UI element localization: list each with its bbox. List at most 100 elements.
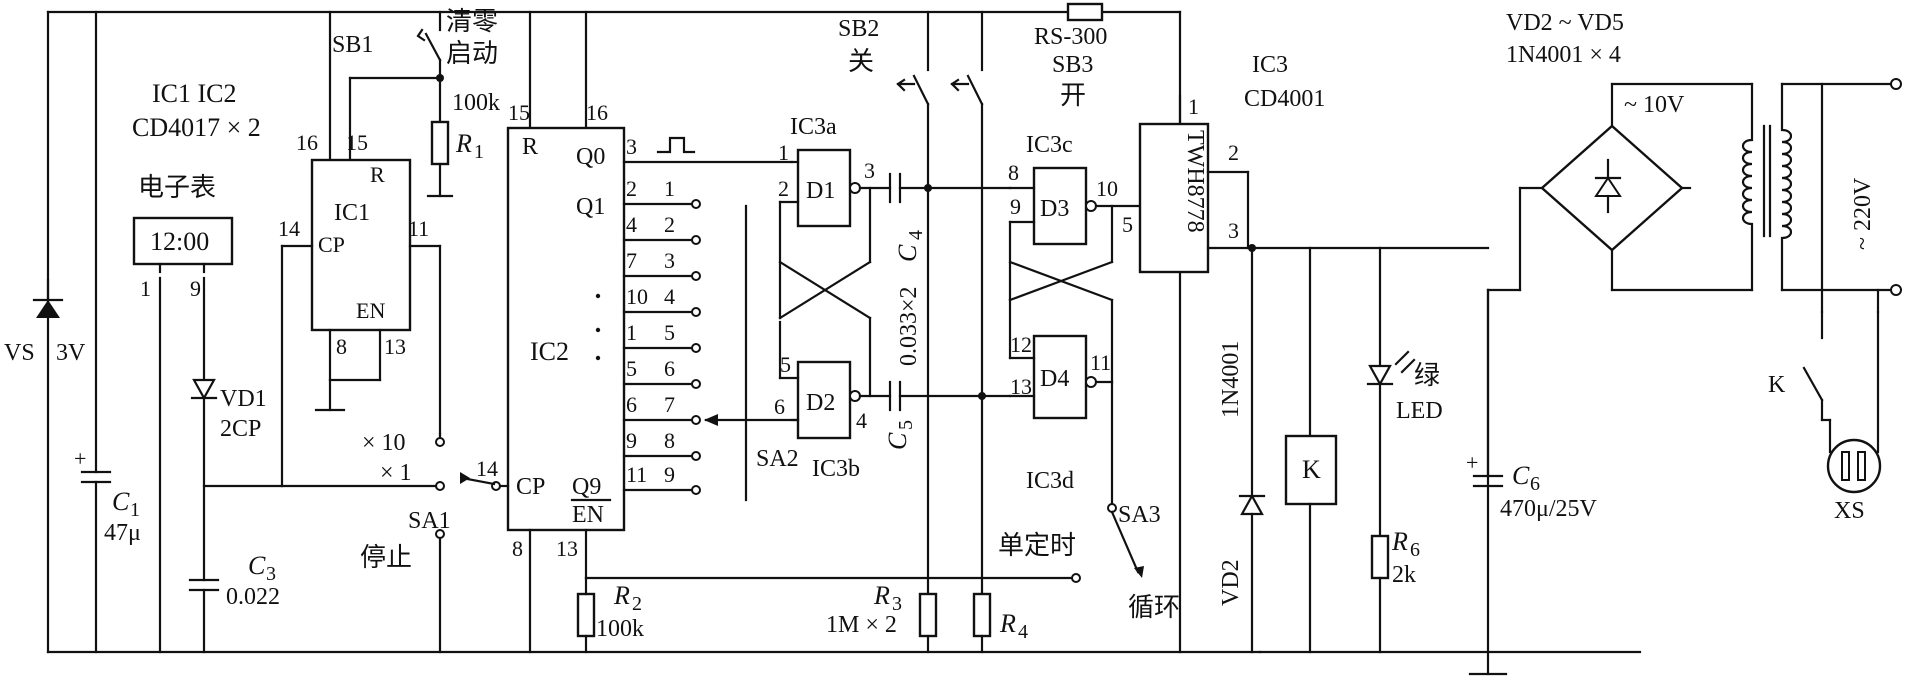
ic2-r-label: R (522, 134, 538, 160)
d2-pin-5: 5 (780, 352, 791, 377)
d3-label: D3 (1040, 196, 1069, 222)
rs300-label: RS-300 (1034, 24, 1107, 50)
r6-label: R (1391, 527, 1408, 556)
ic1-en-label: EN (356, 298, 385, 323)
ic1-pin-11: 11 (408, 216, 429, 241)
c6-label: C (1512, 461, 1530, 490)
ic2-pin-14: 14 (476, 456, 498, 481)
r6-subscript: 6 (1410, 539, 1420, 561)
capacitor-c6: + C 6 470μ/25V (1466, 288, 1598, 676)
sa2-position: 6 (664, 356, 675, 381)
twh-pin-1: 1 (1188, 94, 1199, 119)
c3-label: C (248, 551, 266, 580)
d2-pin-6: 6 (774, 394, 785, 419)
gate-d3: IC3c D3 8 9 10 (1008, 132, 1142, 246)
r3-value: 1M × 2 (826, 612, 897, 638)
capacitor-c5: C 5 (883, 380, 1012, 450)
sa1-x1: × 1 (380, 460, 412, 486)
d2-pin-4: 4 (856, 408, 867, 433)
svg-text:+: + (74, 446, 86, 471)
d4-pin-12: 12 (1010, 332, 1032, 357)
relay-contact-k-and-socket: K XS (1768, 288, 1882, 524)
c6-subscript: 6 (1530, 473, 1540, 495)
ic3c-label: IC3c (1026, 132, 1073, 158)
ic2-pin-16: 16 (586, 100, 608, 125)
c3-value: 0.022 (226, 584, 280, 610)
d1-pin-1: 1 (778, 140, 789, 165)
d4-pin-13: 13 (1010, 374, 1032, 399)
ic3-title-line2: CD4001 (1244, 86, 1325, 112)
ic2-out-pin: 9 (626, 428, 637, 453)
r1-label: R (455, 129, 472, 158)
ic2-out-pin: 5 (626, 356, 637, 381)
vs-label: VS (4, 340, 35, 366)
r1-subscript: 1 (474, 141, 484, 163)
ic2-out-pin: 2 (626, 176, 637, 201)
ic1-chip: 16 15 R IC1 CP EN 14 11 8 13 (278, 10, 442, 488)
r6-value: 2k (1392, 562, 1416, 588)
resistor-r2: R 2 100k (576, 576, 644, 654)
sa3-label: SA3 (1118, 502, 1161, 528)
c5-subscript: 5 (895, 420, 917, 430)
r3-label: R (873, 581, 890, 610)
sa3-text-loop: 循环 (1128, 593, 1180, 622)
twh-pin-2: 2 (1228, 140, 1239, 165)
sa1-x10: × 10 (362, 430, 406, 456)
sb1-text-clear: 清零 (446, 7, 498, 36)
svg-text:+: + (1466, 450, 1478, 475)
selector-sa2: 1 2 3 4 5 6 7 8 9 SA2 (664, 176, 802, 502)
ic2-q1-label: Q1 (576, 194, 605, 220)
d2-label: D2 (806, 390, 835, 416)
ic2-q9-label: Q9 (572, 474, 601, 500)
ic2-out-pin: 11 (626, 462, 647, 487)
latch-cd-crosswires (1008, 204, 1117, 513)
r1-value: 100k (452, 90, 500, 116)
d4-pin-11: 11 (1090, 350, 1111, 375)
c1-value: 47μ (104, 520, 141, 546)
ic1-pin-8: 8 (336, 334, 347, 359)
twh8778-chip: IC3 CD4001 1 TWH8778 5 2 3 (1122, 52, 1490, 274)
d1-pin-3: 3 (864, 158, 875, 183)
ic1-pin-13: 13 (384, 334, 406, 359)
vd2-type: 1N4001 (1218, 341, 1244, 418)
resistor-r4: R 4 (972, 592, 1028, 654)
clock-pin-9: 9 (190, 276, 201, 301)
relay-label: K (1302, 455, 1321, 484)
vs-voltage: 3V (56, 340, 86, 366)
ic1-pin-15: 15 (346, 130, 368, 155)
ic3b-label: IC3b (812, 456, 860, 482)
ac-10v-label: ~ 10V (1624, 92, 1685, 118)
c1-label: C (112, 487, 130, 516)
r4-label: R (999, 609, 1016, 638)
vd2-label: VD2 (1218, 559, 1244, 606)
ic2-cp-label: CP (516, 474, 545, 500)
sa2-position: 2 (664, 212, 675, 237)
ic2-en-label: EN (572, 502, 604, 528)
bridge-rectifier: VD2 ~ VD5 1N4001 × 4 ~ 10V (1486, 10, 1754, 292)
r2-value: 100k (596, 616, 644, 642)
c1-subscript: 1 (130, 499, 140, 521)
capacitor-c4: C 4 0.033×2 (888, 172, 1012, 366)
transformer: ~ 220V (1741, 78, 1902, 314)
gate-d1: IC3a D1 1 2 3 (778, 114, 892, 228)
c4-c5-value: 0.033×2 (896, 286, 922, 366)
d1-pin-2: 2 (778, 176, 789, 201)
led-green: 绿 LED (1366, 246, 1443, 538)
k-contact-label: K (1768, 372, 1786, 398)
c3-subscript: 3 (266, 563, 276, 585)
zener-vs: VS 3V (4, 278, 86, 366)
sa2-position: 1 (664, 176, 675, 201)
sb2-label: SB2 (838, 16, 879, 42)
twh-pin-5: 5 (1122, 212, 1133, 237)
diode-vd1: VD1 2CP (190, 378, 267, 582)
ic12-title-line1: IC1 IC2 (152, 79, 237, 108)
capacitor-c3: C 3 0.022 (188, 551, 280, 654)
latch-ab-crosswires (778, 186, 872, 398)
sa3-text-single: 单定时 (998, 531, 1076, 560)
r2-subscript: 2 (632, 593, 642, 615)
sb1-label: SB1 (332, 32, 373, 58)
sa2-position: 4 (664, 284, 675, 309)
sb1-text-start: 启动 (446, 39, 498, 68)
c4-subscript: 4 (905, 230, 927, 240)
